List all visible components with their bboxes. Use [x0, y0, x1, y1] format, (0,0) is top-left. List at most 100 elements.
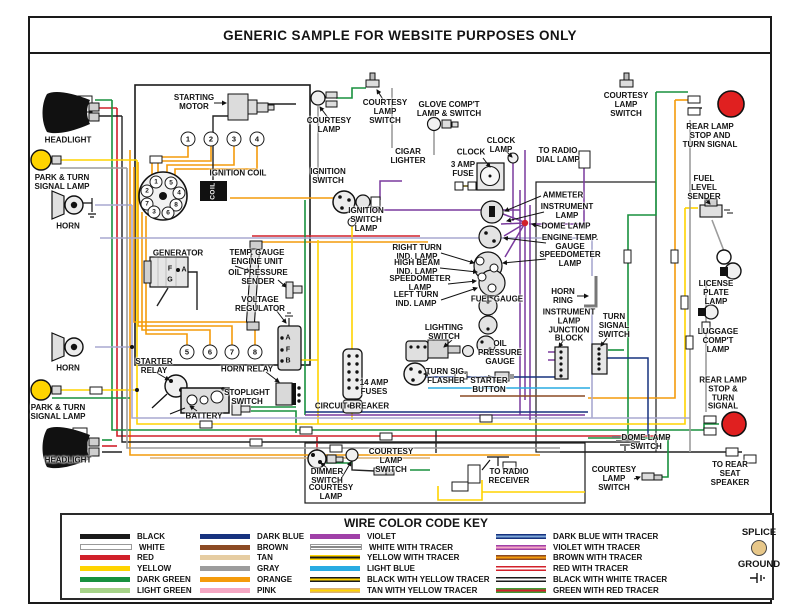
label-battery: BATTERY — [185, 411, 223, 421]
wire-color-swatch — [80, 587, 130, 593]
wires-black — [95, 103, 742, 472]
ring-terminal-5: 5 — [179, 344, 195, 360]
park-turn-lamp-icon-top — [30, 149, 62, 171]
label-speedometer-lamp-left: SPEEDOMETER LAMP — [389, 274, 451, 292]
label-park-turn-lamp-bottom: PARK & TURN SIGNAL LAMP — [30, 403, 86, 421]
key-splice-ground: SPLICE GROUND — [722, 527, 792, 585]
label-courtesy-lamp-bottom: COURTESY LAMP — [308, 483, 354, 501]
ignition-switch-icon — [332, 190, 381, 227]
courtesy-switch-icon-top — [365, 72, 380, 88]
wire-color-label: BLACK WITH WHITE TRACER — [553, 575, 668, 585]
battery-icon — [169, 387, 230, 415]
dome-lamp-switch-icon — [612, 436, 638, 452]
label-stoplight-switch: STOPLIGHT SWITCH — [224, 388, 270, 406]
label-park-turn-lamp-top: PARK & TURN SIGNAL LAMP — [34, 173, 90, 191]
wire-color-swatch — [310, 587, 360, 593]
label-ignition-switch: IGNITION SWITCH — [310, 167, 346, 185]
ground-label: GROUND — [737, 559, 781, 570]
wire-color-swatch — [496, 566, 546, 572]
key-entry: BLACK WITH WHITE TRACER — [496, 574, 710, 585]
wire-color-label: BLACK WITH YELLOW TRACER — [367, 575, 490, 585]
wire-color-swatch — [80, 577, 130, 583]
ring-terminal-3: 3 — [226, 131, 242, 147]
key-entry: BLACK WITH YELLOW TRACER — [310, 574, 496, 585]
wire-color-swatch — [310, 555, 360, 561]
wire-color-label: LIGHT GREEN — [137, 585, 192, 595]
terminal-letter-F: F — [167, 265, 173, 273]
horn-relay-icon — [275, 382, 301, 406]
wire-color-swatch — [200, 544, 250, 550]
label-ignition-switch-lamp: IGNITION SWITCH LAMP — [348, 205, 384, 233]
wire-color-label: RED — [137, 553, 154, 563]
temp-gauge-unit-icon — [246, 240, 263, 331]
label-turn-signal-switch: TURN SIGNAL SWITCH — [598, 311, 630, 339]
label-rear-seat-speaker: TO REAR SEAT SPEAKER — [710, 459, 750, 487]
label-starter-button: STARTER BUTTON — [470, 376, 508, 394]
wire-color-swatch — [200, 555, 250, 561]
wire-color-label: TAN — [257, 553, 273, 563]
wires-gray — [60, 88, 725, 452]
wire-color-swatch — [200, 566, 250, 572]
turn-signal-flasher-icon — [403, 362, 427, 386]
wire-color-label: GRAY — [257, 564, 280, 574]
wire-color-label: WHITE WITH TRACER — [369, 542, 453, 552]
label-headlight-bottom: HEADLIGHT — [44, 455, 92, 465]
label-turn-sig-flasher: TURN SIG. FLASHER — [425, 367, 467, 385]
key-entry: GRAY — [200, 563, 310, 574]
key-entry: BLACK — [80, 531, 200, 542]
coil-label: COIL — [209, 182, 217, 200]
ground-icon — [750, 573, 765, 583]
label-cigar-lighter: CIGAR LIGHTER — [390, 147, 426, 165]
key-entry: GREEN WITH RED TRACER — [496, 585, 710, 596]
ring-terminal-8: 8 — [247, 344, 263, 360]
label-fuse-3amp: 3 AMP FUSE — [450, 160, 476, 178]
label-fuses-14amp: 14 AMP FUSES — [359, 378, 389, 396]
label-dome-lamp-switch: DOME LAMP SWITCH — [621, 433, 671, 451]
horn-ring-icon — [584, 276, 598, 308]
label-instrument-lamp: INSTRUMENT LAMP — [540, 202, 594, 220]
key-entry: YELLOW WITH TRACER — [310, 553, 496, 564]
fuse-3amp-icon — [454, 181, 477, 191]
wire-color-label: YELLOW WITH TRACER — [367, 553, 460, 563]
label-ammeter: AMMETER — [542, 190, 584, 200]
distributor-terminal-6: 6 — [161, 206, 175, 220]
label-clock-lamp: CLOCK LAMP — [486, 136, 516, 154]
luggage-lamp-icon — [698, 304, 719, 334]
key-entry: TAN WITH YELLOW TRACER — [310, 585, 496, 596]
ignition-coil-icon — [200, 181, 227, 201]
wire-color-label: WHITE — [139, 542, 165, 552]
terminal-letter-A: A — [285, 334, 291, 342]
clock-icon — [476, 162, 505, 191]
key-entry: DARK BLUE — [200, 531, 310, 542]
horn-icon-bottom — [51, 332, 84, 362]
key-entry: BROWN — [200, 542, 310, 553]
courtesy-switch-icon-bottom-center — [373, 467, 395, 476]
wire-color-label: PINK — [257, 585, 277, 595]
stoplight-switch-icon — [231, 402, 251, 416]
starting-motor-icon — [227, 93, 275, 121]
starter-button-icon — [494, 371, 514, 382]
label-instrument-lamp-junction: INSTRUMENT LAMP JUNCTION BLOCK — [542, 307, 596, 343]
wire-color-label: RED WITH TRACER — [553, 564, 629, 574]
label-dimmer-switch: DIMMER SWITCH — [310, 467, 344, 485]
key-entry: BROWN WITH TRACER — [496, 553, 710, 564]
wire-color-swatch — [310, 566, 360, 572]
key-entry: PINK — [200, 585, 310, 596]
label-courtesy-lamp-top: COURTESY LAMP — [306, 116, 352, 134]
key-entry: VIOLET WITH TRACER — [496, 542, 710, 553]
courtesy-switch-icon-bottom-right — [641, 472, 663, 481]
wire-color-swatch — [200, 587, 250, 593]
wire-color-swatch — [496, 555, 546, 561]
wire-color-swatch — [310, 577, 360, 583]
distributor-terminal-3: 3 — [147, 205, 161, 219]
key-entry: LIGHT BLUE — [310, 563, 496, 574]
label-rear-lamp-top: REAR LAMP STOP AND TURN SIGNAL — [682, 121, 738, 149]
fuse-block-icon — [342, 348, 363, 414]
label-courtesy-switch-topright: COURTESY LAMP SWITCH — [603, 90, 649, 118]
wire-color-label: ORANGE — [257, 575, 293, 585]
key-entry: YELLOW — [80, 563, 200, 574]
label-arrows — [156, 89, 711, 485]
splice-icon — [751, 540, 767, 556]
